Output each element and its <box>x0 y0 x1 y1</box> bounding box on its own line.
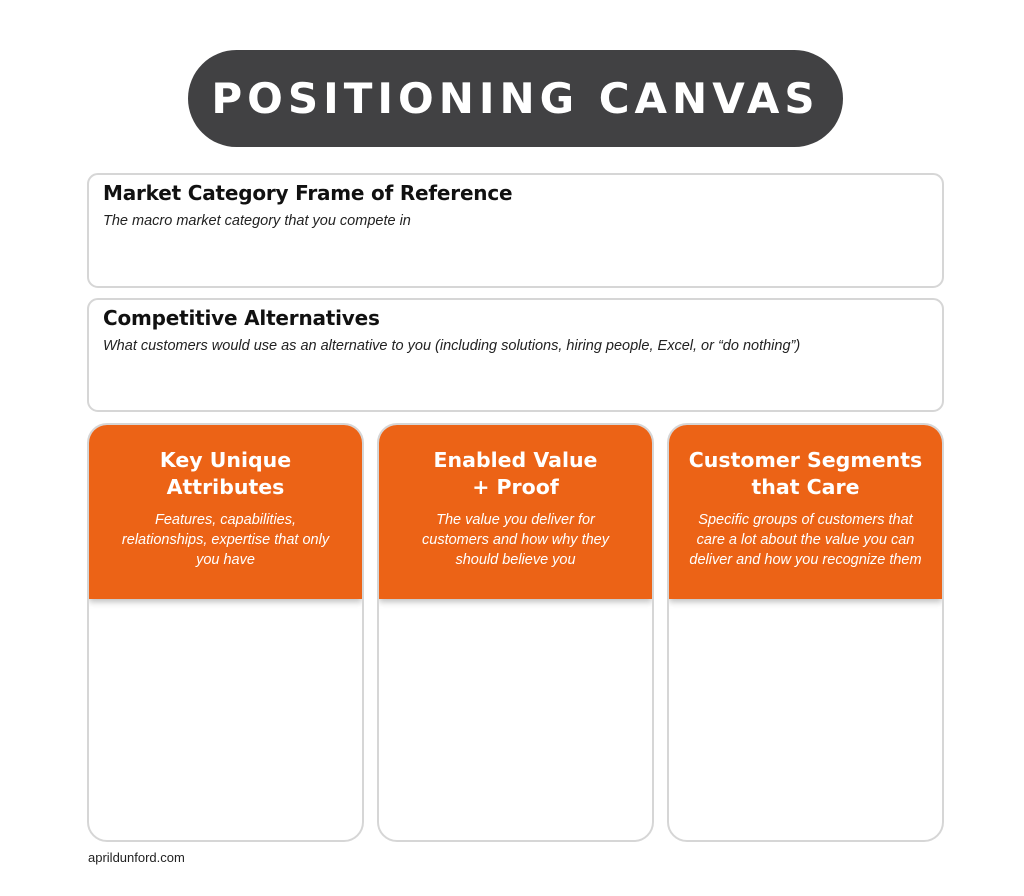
column-description: Specific groups of customers that care a… <box>689 512 922 568</box>
column-title-line: + Proof <box>472 475 559 499</box>
column-title-line: Enabled Value <box>433 448 598 472</box>
page-title-banner: POSITIONING CANVAS <box>188 50 843 147</box>
competitive-alternatives-box[interactable]: Competitive Alternatives What customers … <box>87 298 944 412</box>
footer-credit: aprildunford.com <box>88 850 185 865</box>
column-title-line: Attributes <box>166 475 285 499</box>
column-description: Features, capabilities, relationships, e… <box>121 512 330 568</box>
market-category-description: The macro market category that you compe… <box>103 213 411 229</box>
column-header: Enabled Value + Proof The value you deli… <box>379 425 652 599</box>
column-title-line: Key Unique <box>159 448 292 472</box>
enabled-value-proof-column[interactable]: Enabled Value + Proof The value you deli… <box>377 423 654 842</box>
competitive-alternatives-description: What customers would use as an alternati… <box>103 338 801 354</box>
column-title: Enabled Value + Proof <box>379 447 652 501</box>
column-header: Key Unique Attributes Features, capabili… <box>89 425 362 599</box>
column-title-line: Customer Segments <box>688 448 923 472</box>
market-category-title: Market Category Frame of Reference <box>103 181 513 205</box>
column-header: Customer Segments that Care Specific gro… <box>669 425 942 599</box>
column-title: Key Unique Attributes <box>89 447 362 501</box>
column-title: Customer Segments that Care <box>669 447 942 501</box>
market-category-box[interactable]: Market Category Frame of Reference The m… <box>87 173 944 288</box>
page-title: POSITIONING CANVAS <box>211 74 820 123</box>
key-unique-attributes-column[interactable]: Key Unique Attributes Features, capabili… <box>87 423 364 842</box>
competitive-alternatives-title: Competitive Alternatives <box>103 306 380 330</box>
column-description: The value you deliver for customers and … <box>422 512 609 568</box>
customer-segments-column[interactable]: Customer Segments that Care Specific gro… <box>667 423 944 842</box>
column-title-line: that Care <box>751 475 860 499</box>
